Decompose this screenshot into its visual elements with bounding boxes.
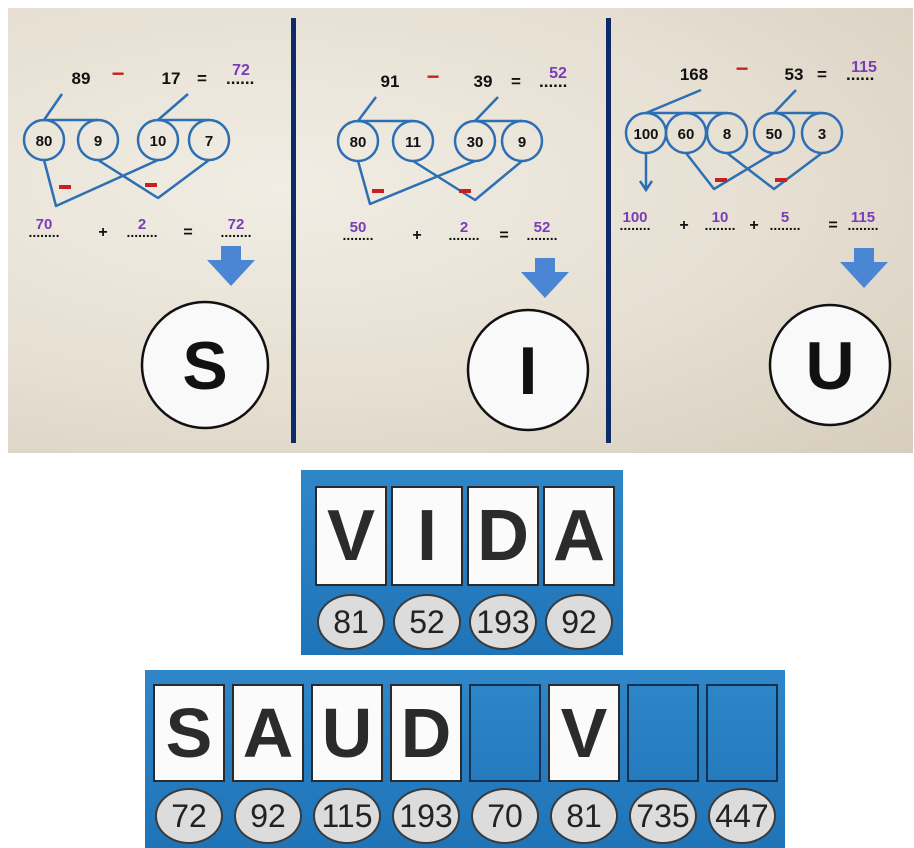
decomposition-line: [774, 90, 822, 113]
subtrahend: 53: [785, 65, 804, 84]
sum-value: 10: [712, 209, 729, 226]
number-disc: 81: [550, 788, 618, 844]
empty-slot: [706, 684, 778, 782]
part-number: 8: [723, 126, 731, 143]
number-disc: 193: [469, 594, 537, 650]
answer-board: S A U D V 72 92 115 193 70 81 735 447: [145, 670, 785, 848]
sum-value: 5: [781, 209, 789, 226]
number-disc: 447: [708, 788, 776, 844]
answer-result: 115: [851, 59, 877, 76]
empty-slot: [627, 684, 699, 782]
empty-slot: [469, 684, 541, 782]
subtraction-line: [727, 153, 822, 189]
part-number: 10: [150, 133, 167, 150]
sum-operator: +: [749, 217, 758, 234]
minus-sign: −: [736, 56, 749, 81]
sum-value: 50: [350, 219, 367, 236]
number-disc: 735: [629, 788, 697, 844]
number-disc: 70: [471, 788, 539, 844]
minus-mark: [59, 185, 71, 189]
part-number: 50: [766, 126, 783, 143]
part-number: 60: [678, 126, 695, 143]
subtraction-line: [686, 153, 774, 189]
minus-mark: [459, 189, 471, 193]
letter-card: I: [391, 486, 463, 586]
sum-value: 72: [228, 216, 245, 233]
answer-result: 52: [549, 65, 567, 82]
sum-value: 52: [534, 219, 551, 236]
panel-divider: [606, 18, 611, 443]
equals-sign: =: [511, 72, 521, 91]
sum-value: 100: [622, 209, 647, 226]
letter-card: S: [153, 684, 225, 782]
arrow-down-icon: [207, 246, 255, 286]
letter-card: V: [548, 684, 620, 782]
part-number: 80: [350, 134, 367, 151]
part-number: 100: [633, 126, 658, 143]
sum-operator: =: [828, 217, 837, 234]
decomposition-line: [475, 97, 522, 121]
minus-mark: [372, 189, 384, 193]
sum-operator: +: [679, 217, 688, 234]
number-disc: 92: [545, 594, 613, 650]
result-letter: I: [519, 333, 538, 409]
sum-value: 2: [138, 216, 146, 233]
letter-card: D: [467, 486, 539, 586]
minus-sign: −: [427, 64, 440, 89]
word-board-vida: V I D A 81 52 193 92: [301, 470, 623, 655]
decomposition-line: [158, 94, 209, 120]
equals-sign: =: [817, 65, 827, 84]
sum-operator: +: [412, 227, 421, 244]
panel-divider: [291, 18, 296, 443]
subtraction-line: [44, 160, 158, 206]
decomposition-line: [358, 97, 413, 121]
letter-card: D: [390, 684, 462, 782]
arrow-down-icon: [840, 248, 888, 288]
arrow-down-icon: [521, 258, 569, 298]
minuend: 91: [381, 72, 400, 91]
sum-value: 115: [851, 209, 875, 226]
sum-operator: =: [183, 224, 192, 241]
part-number: 9: [94, 133, 102, 150]
result-letter: U: [805, 328, 854, 404]
number-disc: 52: [393, 594, 461, 650]
minuend: 168: [680, 65, 708, 84]
sum-operator: +: [98, 224, 107, 241]
number-disc: 81: [317, 594, 385, 650]
minuend: 89: [72, 69, 91, 88]
minus-mark: [775, 178, 787, 182]
number-disc: 193: [392, 788, 460, 844]
part-number: 11: [405, 134, 421, 151]
part-number: 3: [818, 126, 826, 143]
answer-result: 72: [232, 62, 250, 79]
letter-card: U: [311, 684, 383, 782]
letter-card: A: [543, 486, 615, 586]
decomposition-line: [44, 94, 98, 120]
subtrahend: 39: [474, 72, 493, 91]
subtraction-line: [358, 161, 475, 204]
letter-card: V: [315, 486, 387, 586]
result-letter: S: [182, 328, 227, 404]
minus-mark: [145, 183, 157, 187]
number-disc: 72: [155, 788, 223, 844]
part-number: 9: [518, 134, 526, 151]
number-disc: 92: [234, 788, 302, 844]
minus-mark: [715, 178, 727, 182]
part-number: 30: [467, 134, 484, 151]
letter-card: A: [232, 684, 304, 782]
part-number: 80: [36, 133, 53, 150]
minus-sign: −: [112, 61, 125, 86]
sum-value: 70: [36, 216, 53, 233]
sum-value: 2: [460, 219, 468, 236]
equals-sign: =: [197, 69, 207, 88]
decomposition-line: [646, 90, 727, 113]
sum-operator: =: [499, 227, 508, 244]
part-number: 7: [205, 133, 213, 150]
subtrahend: 17: [162, 69, 181, 88]
number-disc: 115: [313, 788, 381, 844]
